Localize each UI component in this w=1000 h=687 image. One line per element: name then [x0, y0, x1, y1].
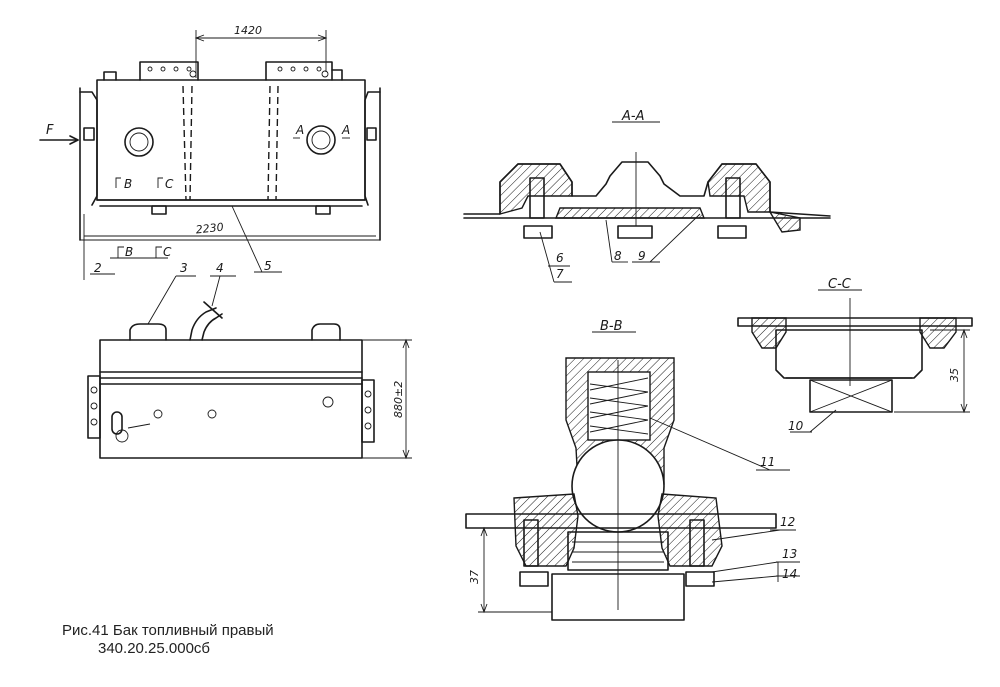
front-view [87, 275, 412, 460]
callout-14: 14 [782, 567, 797, 581]
cut-mark-b-top: В [124, 177, 132, 191]
callout-6: 6 [556, 251, 564, 265]
section-title-aa: А-А [621, 109, 644, 124]
dim-1420: 1420 [234, 24, 262, 37]
dim-2230: 2230 [195, 221, 224, 237]
callout-9: 9 [638, 249, 646, 263]
section-c-c [737, 289, 973, 433]
callout-10: 10 [788, 419, 804, 433]
callout-8: 8 [614, 249, 622, 263]
callout-5: 5 [264, 259, 272, 273]
callout-12: 12 [780, 515, 795, 529]
section-a-a [463, 121, 831, 283]
cut-mark-c-top: С [165, 177, 174, 191]
callout-7: 7 [556, 267, 564, 281]
cut-mark-c-bottom: С [163, 245, 172, 259]
plan-view [39, 30, 381, 280]
callout-3: 3 [180, 261, 188, 275]
figure-caption-number: 340.20.25.000сб [98, 640, 211, 657]
section-title-bb: В-В [600, 319, 623, 334]
section-b-b [465, 331, 800, 621]
cut-mark-b-bottom: В [125, 245, 133, 259]
figure-caption-title: Рис.41 Бак топливный правый [62, 622, 274, 639]
view-f-label: F [46, 123, 54, 138]
dim-35: 35 [948, 368, 961, 382]
callout-13: 13 [782, 547, 797, 561]
callout-2: 2 [94, 261, 102, 275]
dim-880: 880±2 [392, 381, 405, 418]
section-title-cc: С-С [828, 277, 852, 292]
dim-37: 37 [468, 570, 481, 584]
callout-11: 11 [760, 455, 775, 469]
cut-mark-a-right: А [341, 123, 350, 137]
callout-4: 4 [216, 261, 224, 275]
cut-mark-a-left: А [295, 123, 304, 137]
